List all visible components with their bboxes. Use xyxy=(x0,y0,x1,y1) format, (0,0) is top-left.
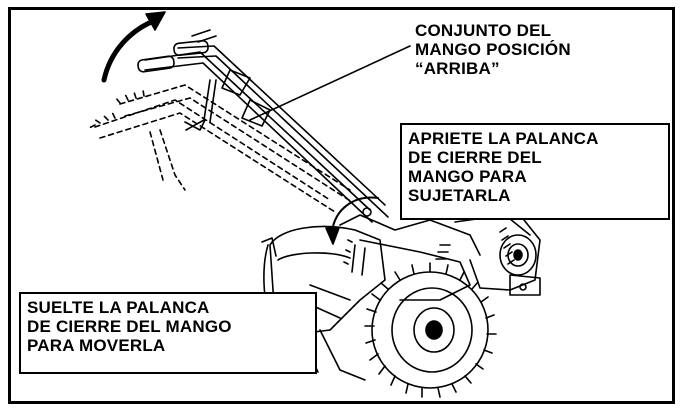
rotation-arrow-icon xyxy=(101,11,166,83)
callout-tighten-lever: APRIETE LA PALANCA DE CIERRE DEL MANGO P… xyxy=(400,123,670,220)
lever-arrow-icon xyxy=(325,196,379,245)
handle-up-position xyxy=(137,29,389,223)
callout-release-lever: SUELTE LA PALANCA DE CIERRE DEL MANGO PA… xyxy=(19,292,317,374)
wheel xyxy=(364,262,497,398)
tiller-body xyxy=(261,207,481,336)
handle-lower-position-ghost xyxy=(88,84,353,213)
callout-handle-up-position: CONJUNTO DEL MANGO POSICIÓN “ARRIBA” xyxy=(415,21,571,78)
callout-pointer-top xyxy=(249,45,411,121)
